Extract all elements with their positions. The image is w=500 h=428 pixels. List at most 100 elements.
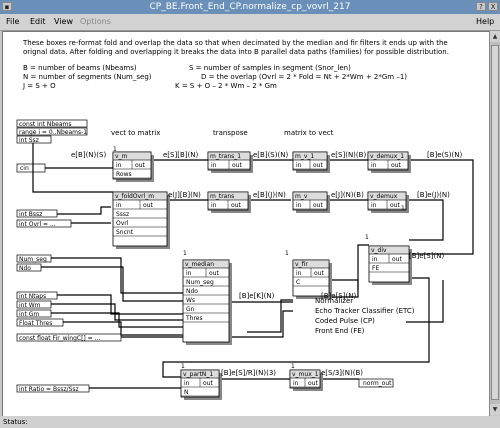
title-bar[interactable]: ▪ CP_BE.Front_End_CP.normalize_cp_vovrl_… [0, 0, 500, 15]
index-mark: 1 [285, 250, 289, 257]
port-param[interactable]: Ws [186, 297, 195, 304]
port-param[interactable]: Gn [186, 306, 195, 313]
port-out[interactable]: out [232, 162, 242, 169]
block-title: m_trans_1 [210, 153, 241, 160]
port-norm-out-label: norm_out [363, 380, 392, 387]
port-param[interactable]: FE [372, 265, 379, 272]
param-int-wm-text: int Wm [19, 302, 41, 309]
port-out[interactable]: out [314, 270, 324, 277]
block-title: v_median [185, 261, 214, 268]
port-out[interactable]: out [203, 380, 213, 387]
index-mark: 1 [401, 205, 405, 212]
param-range-i[interactable] [16, 127, 88, 136]
port-out[interactable]: out [392, 256, 402, 263]
param-int-bssz-text: int Bssz [19, 211, 42, 218]
signal-label: e[B](J)(N) [253, 191, 286, 199]
port-out[interactable]: out [313, 202, 323, 209]
help-button[interactable]: ? [476, 2, 486, 11]
menu-view[interactable]: View [54, 17, 73, 26]
menu-edit[interactable]: Edit [30, 17, 46, 26]
label-vect-to-matrix: vect to matrix [111, 129, 160, 137]
status-label: Status: [3, 418, 28, 426]
signal-label: e[S](N)(B) [331, 151, 366, 159]
window-title: CP_BE.Front_End_CP.normalize_cp_vovrl_21… [149, 2, 351, 12]
param-const-nbeams[interactable] [16, 119, 88, 128]
port-out[interactable]: out [231, 202, 241, 209]
port-param[interactable]: Rows [116, 171, 132, 178]
block-m-v-1[interactable]: m_v_1in out [292, 151, 330, 173]
port-in[interactable]: in [372, 256, 378, 263]
block-title: v_demux [370, 193, 398, 200]
close-button[interactable]: X [488, 2, 498, 11]
menu-help[interactable]: Help [476, 17, 495, 26]
port-in[interactable]: in [371, 202, 377, 209]
param-int-ovrl-text: int Ovrl = ... [19, 221, 56, 228]
port-out[interactable]: out [209, 270, 219, 277]
block-title: v_demux_1 [370, 153, 404, 160]
signal-label: [B]e[K](N) [239, 292, 275, 300]
port-param[interactable]: Sssz [116, 211, 129, 218]
port-in[interactable]: in [296, 202, 302, 209]
port-in[interactable]: in [296, 270, 302, 277]
signal-label: e[B](N)(S) [71, 151, 106, 159]
port-param[interactable]: C [296, 279, 300, 286]
diagram-svg: These boxes re-format fold and overlap t… [16, 39, 474, 400]
signal-label: e[B](S)(N) [253, 151, 288, 159]
window-menu-button[interactable]: ▪ [2, 2, 12, 11]
signal-label: e(J][B](N) [168, 191, 201, 199]
port-in[interactable]: in [211, 162, 217, 169]
note-line-1: Normalizer [315, 297, 353, 305]
block-v-demux-1[interactable]: v_demux_1in out [367, 151, 411, 173]
scroll-up-icon[interactable]: ▲ [490, 31, 500, 42]
port-in[interactable]: in [211, 202, 217, 209]
port-in[interactable]: in [184, 380, 190, 387]
port-out[interactable]: out [135, 162, 145, 169]
port-out[interactable]: out [313, 162, 323, 169]
index-mark: 1 [113, 146, 117, 153]
signal-label: [B]e(S)(N) [427, 151, 462, 159]
port-in[interactable]: in [293, 380, 299, 387]
scroll-thumb[interactable] [491, 45, 499, 400]
port-param[interactable]: Sncnt [116, 229, 134, 236]
port-param[interactable]: Ndo [186, 288, 198, 295]
signal-label: e[S][B](N) [163, 151, 198, 159]
block-title: v_mux_1 [292, 371, 319, 378]
port-cin-label: cin [20, 165, 29, 172]
desc-line-4b: D = the overlap (Ovrl = 2 * Fold = Nt + … [201, 73, 407, 81]
port-param[interactable]: N [184, 389, 189, 396]
port-param[interactable]: Num_seg [186, 279, 214, 286]
menu-options[interactable]: Options [80, 17, 111, 26]
port-param[interactable]: Ovrl [116, 220, 129, 227]
note-line-3: Coded Pulse (CP) [315, 317, 375, 325]
block-title: m_v_1 [295, 153, 314, 160]
port-in[interactable]: in [296, 162, 302, 169]
port-out[interactable]: out [390, 202, 400, 209]
diagram-canvas[interactable]: These boxes re-format fold and overlap t… [2, 31, 490, 417]
signal-label: e[S/3](N)(B) [321, 369, 363, 377]
port-in[interactable]: in [186, 270, 192, 277]
scroll-down-icon[interactable]: ▼ [490, 404, 500, 415]
menu-file[interactable]: File [6, 17, 20, 26]
port-in[interactable]: in [371, 162, 377, 169]
port-out[interactable]: out [143, 202, 153, 209]
block-m-trans-1[interactable]: m_trans_1in out [207, 151, 253, 173]
port-out[interactable]: out [391, 162, 401, 169]
port-norm-out[interactable] [358, 378, 394, 388]
vertical-scrollbar[interactable]: ▲ ▼ [489, 31, 500, 415]
param-int-ssz[interactable] [16, 135, 52, 144]
port-in[interactable]: in [116, 162, 122, 169]
port-in[interactable]: in [116, 202, 122, 209]
port-out[interactable]: out [308, 380, 318, 387]
status-bar: Status: [0, 416, 500, 428]
port-param[interactable]: Thres [185, 315, 203, 322]
block-v-mux-1[interactable]: v_mux_1in out [289, 369, 323, 391]
